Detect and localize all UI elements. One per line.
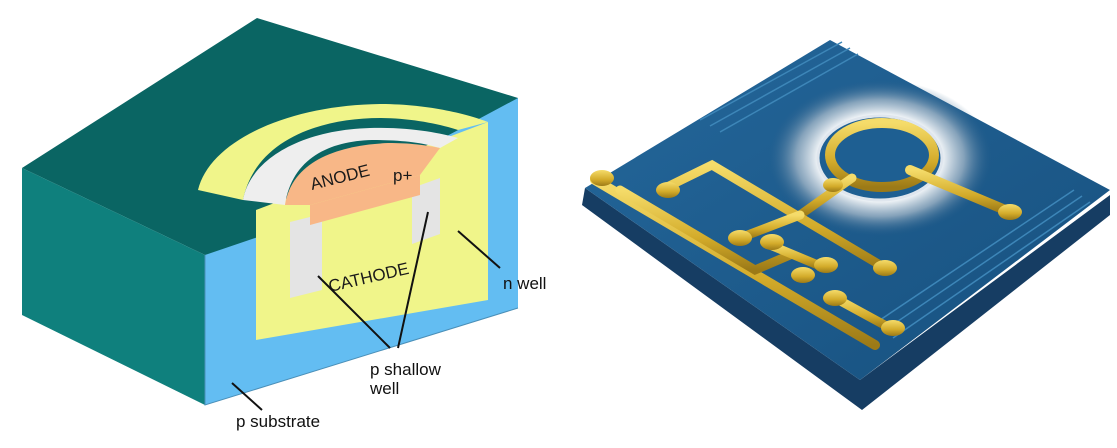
pad bbox=[823, 290, 847, 306]
shallow-well-leader-right bbox=[397, 211, 429, 349]
p-shallow-well-label-line1: p shallow bbox=[370, 360, 442, 379]
p-shallow-well-label-line2: well bbox=[369, 379, 399, 398]
p-substrate-leader bbox=[231, 382, 263, 411]
anode-top bbox=[285, 143, 440, 205]
pad bbox=[873, 260, 897, 276]
chip-surface-lines bbox=[699, 41, 1091, 339]
pad bbox=[590, 170, 614, 186]
shallow-well-top-ring bbox=[243, 127, 458, 205]
shallow-well-leader-left bbox=[317, 275, 391, 349]
p-substrate-label: p substrate bbox=[236, 412, 320, 431]
bond-pads bbox=[590, 170, 1022, 336]
pad bbox=[998, 204, 1022, 220]
n-well-label: n well bbox=[503, 274, 546, 293]
block-left-face bbox=[22, 168, 205, 405]
pad bbox=[656, 182, 680, 198]
pad bbox=[881, 320, 905, 336]
cross-section-block bbox=[22, 18, 519, 406]
pad bbox=[728, 230, 752, 246]
chip-render bbox=[582, 40, 1110, 410]
pad bbox=[814, 257, 838, 273]
n-well-leader bbox=[457, 230, 501, 269]
p-plus-label: p+ bbox=[393, 166, 412, 185]
anode-p-plus-front bbox=[310, 175, 420, 225]
n-well-top-ring bbox=[198, 104, 488, 200]
gold-traces bbox=[590, 118, 1015, 350]
pad bbox=[823, 178, 843, 192]
pad bbox=[760, 234, 784, 250]
shallow-well-left-leg bbox=[290, 214, 322, 298]
pad bbox=[791, 267, 815, 283]
section-outline bbox=[204, 255, 519, 406]
